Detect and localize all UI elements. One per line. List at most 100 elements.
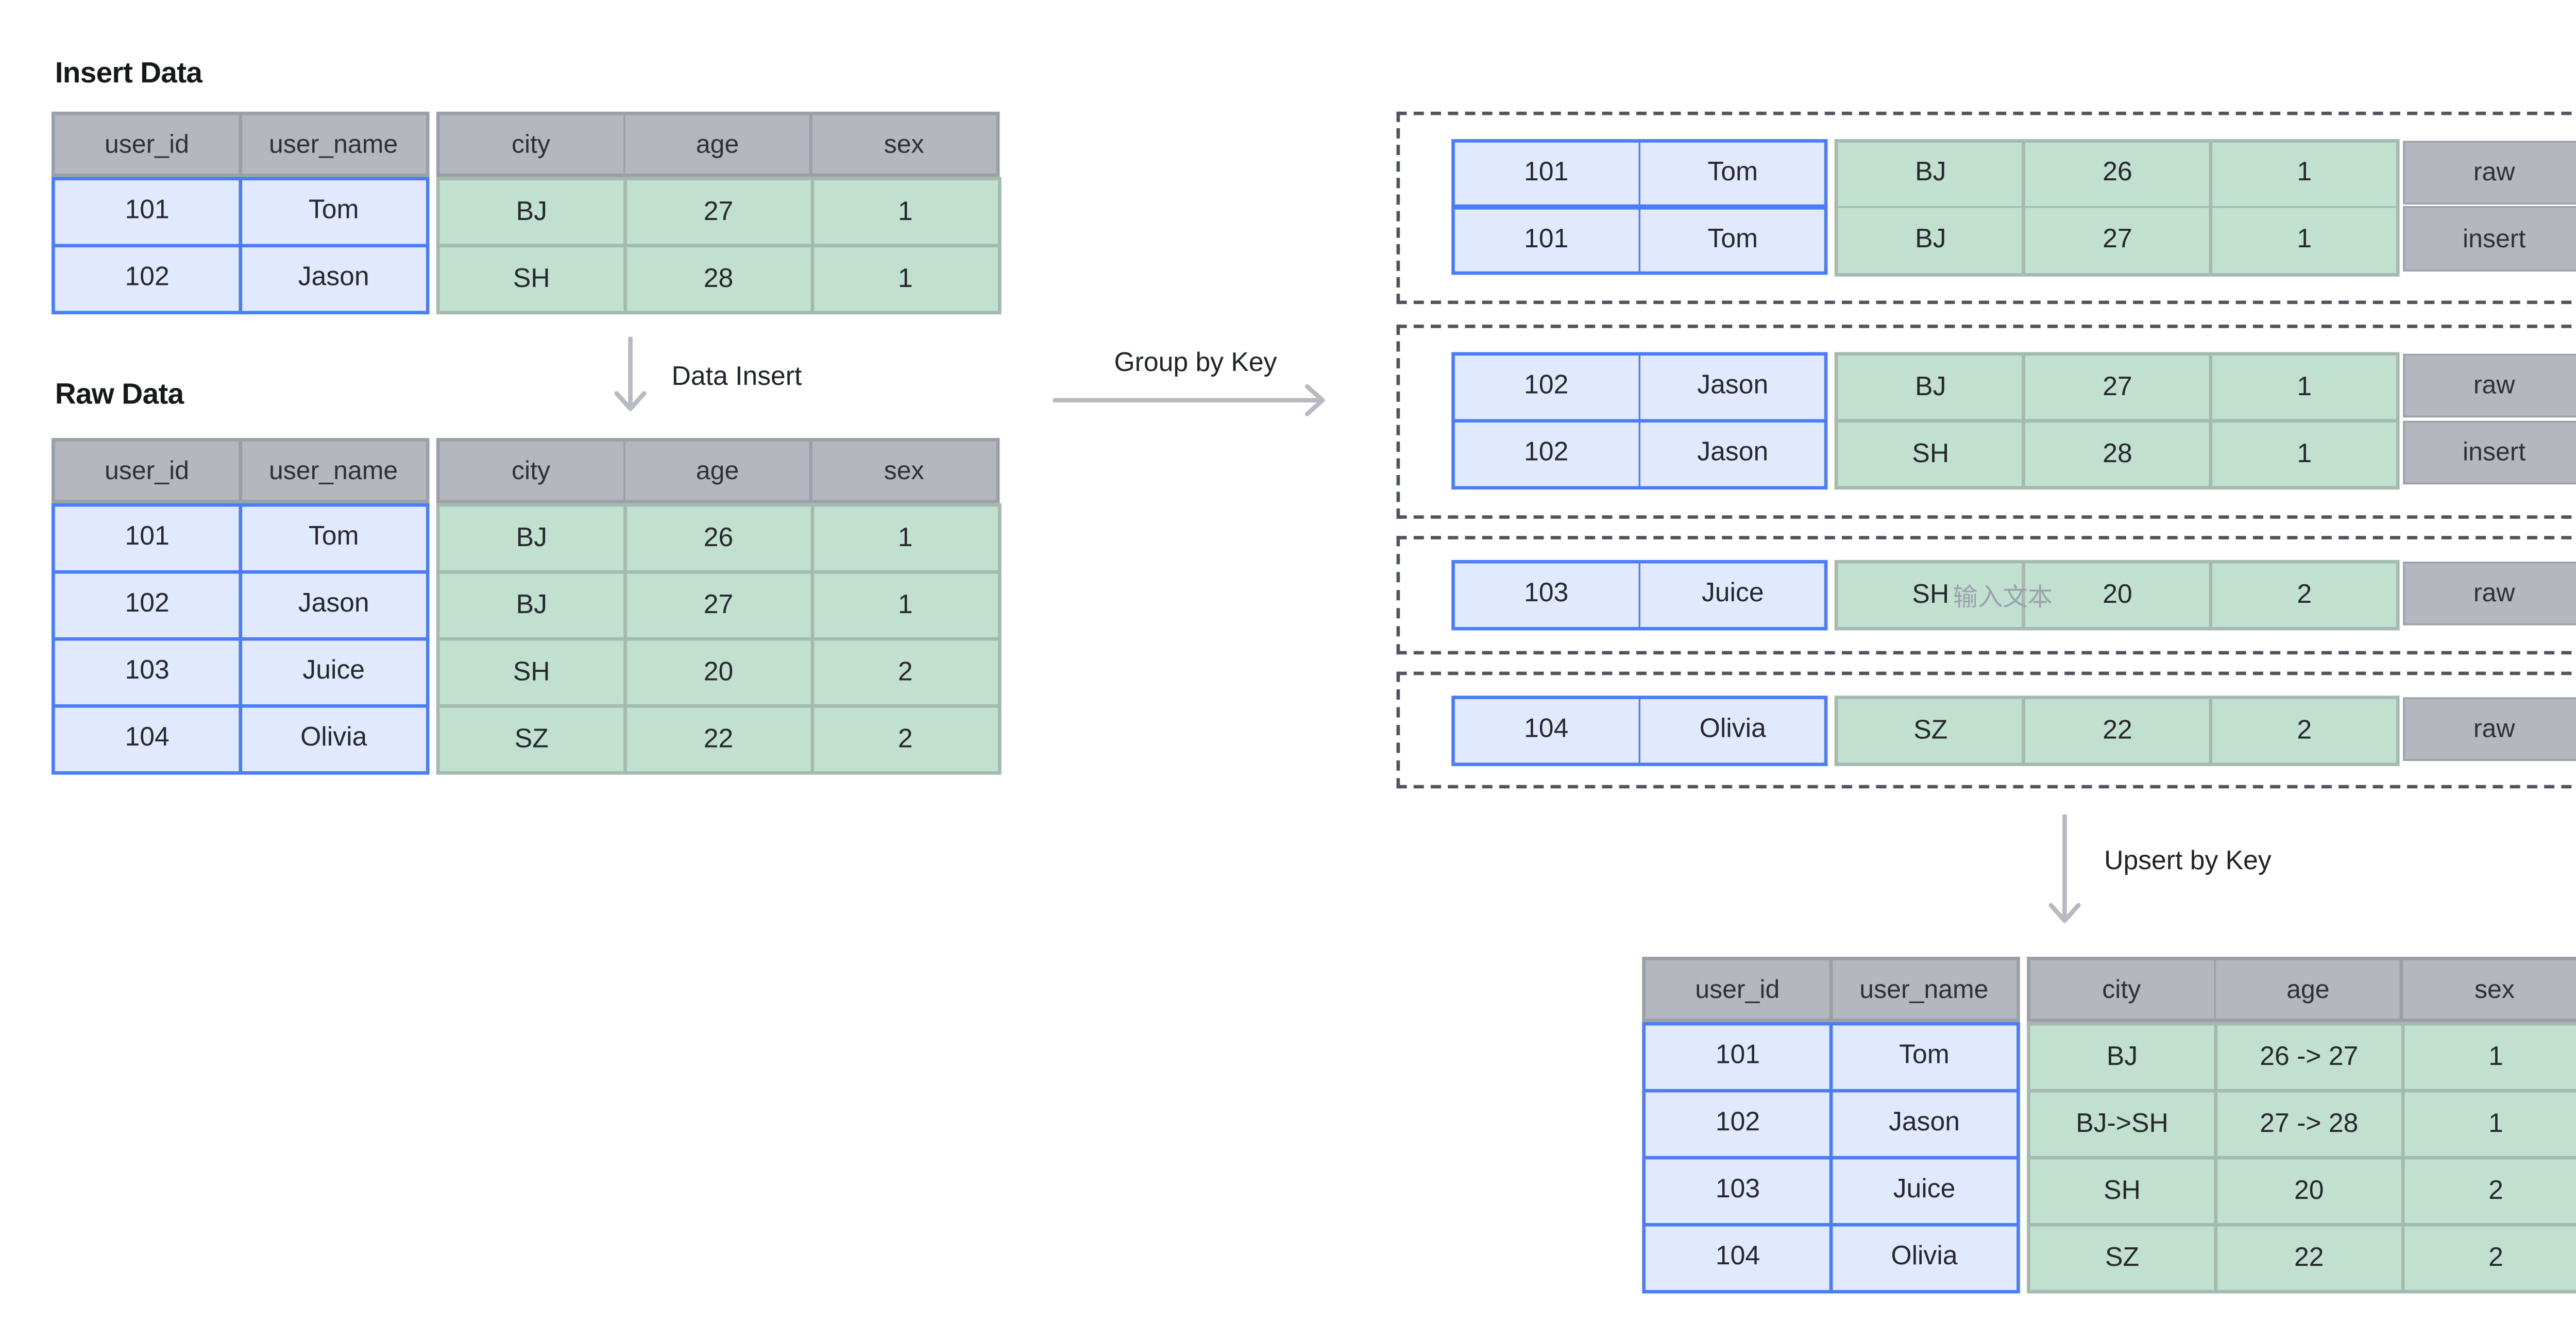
cell-sex: 1 <box>2404 1092 2576 1157</box>
header-user-id: user_id <box>55 441 239 500</box>
cell-user-id: 102 <box>55 574 240 637</box>
header-sex: sex <box>812 441 996 500</box>
tag-cell-insert: insert <box>2403 207 2576 272</box>
cell-sex: 1 <box>2212 142 2397 206</box>
cell-age: 27 -> 28 <box>2217 1092 2401 1157</box>
cell-city-value: SH <box>1912 580 1950 609</box>
result-table: user_id user_name city age sex 101 Tom 1… <box>1642 957 2576 1294</box>
cell-user-id: 102 <box>1454 355 1638 419</box>
cell-age: 27 <box>2025 355 2210 420</box>
insert-data-table: user_id user_name city age sex 101 Tom 1… <box>52 111 1001 315</box>
raw-table-header: user_id user_name city age sex <box>52 438 1001 503</box>
header-city: city <box>439 441 623 500</box>
cell-city: SH 输入文本 <box>1838 563 2053 628</box>
cell-user-id: 101 <box>1646 1026 1830 1089</box>
cell-sex: 1 <box>813 506 997 571</box>
cell-user-name: Tom <box>1640 142 1825 205</box>
cell-user-id: 104 <box>1454 699 1638 762</box>
tag-cell-insert: insert <box>2403 420 2576 485</box>
cell-user-id: 101 <box>1454 209 1638 272</box>
tag-column: raw insert <box>2403 140 2576 272</box>
cell-age: 28 <box>2025 422 2210 487</box>
cell-sex: 2 <box>2212 563 2397 628</box>
data-insert-arrow <box>614 336 647 411</box>
cell-city: BJ <box>439 573 624 638</box>
header-user-name: user_name <box>241 441 426 500</box>
key-cells-group: 101 Tom 102 Jason 103 Juice 104 Olivia <box>1642 1022 2020 1293</box>
cell-user-id: 102 <box>1646 1092 1830 1156</box>
header-city: city <box>439 115 623 174</box>
header-sex: sex <box>812 115 996 174</box>
cell-age: 20 <box>2025 563 2210 628</box>
cell-city: SZ <box>2030 1226 2214 1291</box>
cell-city: SZ <box>1838 699 2023 763</box>
raw-table-body: 101 Tom 102 Jason 103 Juice 104 Olivia B… <box>52 503 1001 775</box>
value-cells-group: BJ 26 1 BJ 27 1 <box>1835 138 2400 276</box>
key-header-group: user_id user_name <box>1642 957 2020 1022</box>
header-age: age <box>625 115 809 174</box>
header-user-id: user_id <box>55 115 239 174</box>
cell-user-name: Jason <box>242 247 426 310</box>
cell-city: BJ <box>1838 142 2023 206</box>
key-cells-group: 103 Juice <box>1450 560 1828 630</box>
group-by-key-label: Group by Key <box>1114 348 1277 378</box>
cell-city: SH <box>439 640 624 705</box>
cell-sex: 1 <box>2212 422 2397 487</box>
cell-sex: 2 <box>813 707 997 772</box>
cell-age: 27 <box>626 180 810 245</box>
raw-data-title: Raw Data <box>55 378 184 411</box>
cell-age: 27 <box>626 573 810 638</box>
cell-user-name: Olivia <box>1832 1226 2016 1290</box>
cell-age: 20 <box>626 640 810 705</box>
placeholder-text: 输入文本 <box>1953 584 2053 612</box>
tag-column: raw <box>2403 697 2576 762</box>
key-cells-group: 101 Tom 102 Jason <box>52 177 430 314</box>
header-age: age <box>625 441 809 500</box>
group-box-103: 103 Juice SH 输入文本 20 2 raw <box>1396 536 2576 654</box>
key-header-group: user_id user_name <box>52 438 429 503</box>
cell-sex: 1 <box>2212 209 2397 273</box>
cell-sex: 1 <box>813 247 997 312</box>
cell-city: BJ->SH <box>2030 1092 2214 1157</box>
cell-sex: 1 <box>813 573 997 638</box>
cell-age: 22 <box>2025 699 2210 763</box>
key-cells-group: 101 Tom 101 Tom <box>1450 138 1828 276</box>
group-rows: 102 Jason 102 Jason BJ 27 1 SH 28 1 raw … <box>1450 352 2576 490</box>
key-header-group: user_id user_name <box>52 111 429 177</box>
cell-user-id: 102 <box>55 247 240 310</box>
tag-cell-raw: raw <box>2403 140 2576 205</box>
tag-cell-raw: raw <box>2403 697 2576 762</box>
header-age: age <box>2216 960 2400 1019</box>
cell-user-id: 104 <box>55 708 240 771</box>
cell-user-name: Jason <box>242 574 426 637</box>
group-rows: 104 Olivia SZ 22 2 raw <box>1450 696 2576 767</box>
cell-sex: 1 <box>2404 1025 2576 1090</box>
cell-city: SH <box>439 247 624 312</box>
insert-table-header: user_id user_name city age sex <box>52 111 1001 177</box>
header-sex: sex <box>2402 960 2576 1019</box>
group-rows: 103 Juice SH 输入文本 20 2 raw <box>1450 560 2576 631</box>
cell-city: BJ <box>439 506 624 571</box>
result-table-header: user_id user_name city age sex <box>1642 957 2576 1022</box>
cell-age: 20 <box>2217 1159 2401 1224</box>
tag-cell-raw: raw <box>2403 353 2576 418</box>
cell-user-id: 101 <box>1454 142 1638 205</box>
cell-user-name: Olivia <box>1640 699 1825 762</box>
cell-city: SH <box>2030 1159 2214 1224</box>
cell-sex: 2 <box>2404 1159 2576 1224</box>
cell-city: BJ <box>439 180 624 245</box>
cell-city: BJ <box>2030 1025 2214 1090</box>
group-box-102: 102 Jason 102 Jason BJ 27 1 SH 28 1 raw … <box>1396 325 2576 519</box>
cell-sex: 2 <box>2212 699 2397 763</box>
cell-user-id: 102 <box>1454 422 1638 486</box>
value-header-group: city age sex <box>435 111 999 177</box>
header-user-id: user_id <box>1645 960 1829 1019</box>
cell-sex: 1 <box>813 180 997 245</box>
cell-city: SH <box>1838 422 2023 487</box>
tag-column: raw <box>2403 562 2576 626</box>
header-user-name: user_name <box>1832 960 2016 1019</box>
cell-user-name: Jason <box>1640 422 1825 486</box>
value-cells-group: BJ 27 1 SH 28 1 <box>436 177 1001 315</box>
cell-city: BJ <box>1838 209 2023 273</box>
